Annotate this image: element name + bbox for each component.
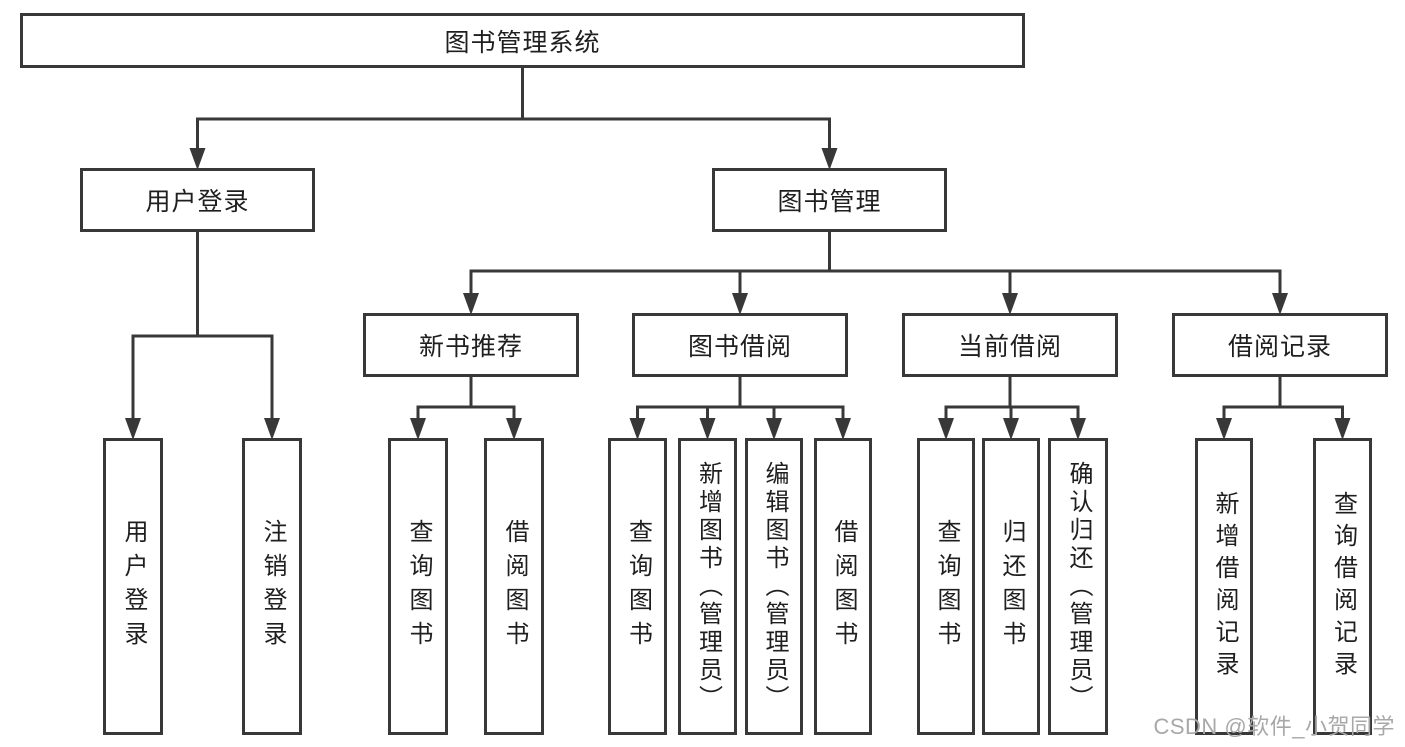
arrowhead bbox=[1003, 418, 1019, 440]
arrowhead bbox=[629, 418, 646, 440]
node-label-leaf-add-book: 新增图书（管理员） bbox=[694, 460, 722, 713]
node-label-new-book-rec: 新书推荐 bbox=[418, 333, 523, 361]
node-leaf-add-book: 新增图书（管理员） bbox=[678, 438, 737, 735]
node-leaf-query-book-3: 查询图书 bbox=[917, 438, 975, 735]
arrowhead bbox=[410, 418, 426, 440]
node-leaf-borrow-book-2: 借阅图书 bbox=[814, 438, 872, 735]
node-leaf-confirm-return: 确认归还（管理员） bbox=[1048, 438, 1108, 735]
node-label-book-borrow: 图书借阅 bbox=[687, 333, 792, 361]
arrowhead bbox=[1334, 418, 1351, 440]
node-label-current-borrow: 当前借阅 bbox=[957, 333, 1062, 361]
node-label-leaf-query-record: 查询借阅记录 bbox=[1329, 490, 1357, 683]
node-borrow-record: 借阅记录 bbox=[1172, 313, 1388, 377]
node-label-leaf-edit-book: 编辑图书（管理员） bbox=[761, 460, 788, 713]
node-leaf-borrow-book-1: 借阅图书 bbox=[484, 438, 544, 735]
node-leaf-query-record: 查询借阅记录 bbox=[1313, 438, 1372, 735]
arrowhead bbox=[1272, 293, 1288, 315]
arrowhead bbox=[835, 418, 851, 440]
node-current-borrow: 当前借阅 bbox=[902, 313, 1118, 377]
node-label-leaf-add-record: 新增借阅记录 bbox=[1211, 490, 1238, 683]
node-label-leaf-user-login: 用户登录 bbox=[120, 518, 147, 655]
node-label-user-login: 用户登录 bbox=[145, 188, 250, 216]
arrowhead bbox=[699, 418, 716, 440]
arrowhead bbox=[506, 418, 522, 440]
node-label-leaf-borrow-book-2: 借阅图书 bbox=[830, 518, 857, 655]
arrowhead bbox=[938, 418, 954, 440]
node-label-leaf-query-book-2: 查询图书 bbox=[624, 518, 652, 655]
node-new-book-rec: 新书推荐 bbox=[363, 313, 579, 377]
node-leaf-logout: 注销登录 bbox=[242, 438, 302, 735]
node-user-login: 用户登录 bbox=[80, 168, 315, 232]
arrowhead bbox=[1070, 418, 1086, 440]
arrowhead bbox=[189, 148, 206, 170]
node-label-leaf-query-book-3: 查询图书 bbox=[933, 518, 960, 655]
node-label-borrow-record: 借阅记录 bbox=[1227, 333, 1332, 361]
arrowhead bbox=[732, 293, 748, 315]
node-label-book-mgmt: 图书管理 bbox=[777, 188, 882, 216]
node-label-leaf-return-book: 归还图书 bbox=[998, 518, 1025, 655]
node-book-mgmt: 图书管理 bbox=[712, 168, 947, 232]
arrowhead bbox=[821, 148, 838, 170]
node-label-leaf-logout: 注销登录 bbox=[259, 518, 286, 655]
node-leaf-query-book-2: 查询图书 bbox=[608, 438, 667, 735]
node-label-leaf-borrow-book-1: 借阅图书 bbox=[501, 518, 528, 655]
node-leaf-user-login: 用户登录 bbox=[103, 438, 163, 735]
node-label-leaf-query-book-1: 查询图书 bbox=[405, 518, 432, 655]
node-leaf-add-record: 新增借阅记录 bbox=[1195, 438, 1253, 735]
arrowhead bbox=[264, 418, 280, 440]
arrowhead bbox=[1216, 418, 1232, 440]
arrowhead bbox=[125, 418, 141, 440]
node-root: 图书管理系统 bbox=[20, 13, 1025, 68]
node-leaf-return-book: 归还图书 bbox=[982, 438, 1040, 735]
arrowhead bbox=[1002, 293, 1018, 315]
node-leaf-edit-book: 编辑图书（管理员） bbox=[745, 438, 803, 735]
node-label-root: 图书管理系统 bbox=[444, 28, 601, 57]
node-label-leaf-confirm-return: 确认归还（管理员） bbox=[1065, 460, 1092, 713]
arrowhead bbox=[463, 293, 479, 315]
arrowhead bbox=[766, 418, 782, 440]
watermark: CSDN @软件_小贺同学 bbox=[1153, 714, 1395, 739]
node-leaf-query-book-1: 查询图书 bbox=[388, 438, 448, 735]
node-book-borrow: 图书借阅 bbox=[632, 313, 848, 377]
